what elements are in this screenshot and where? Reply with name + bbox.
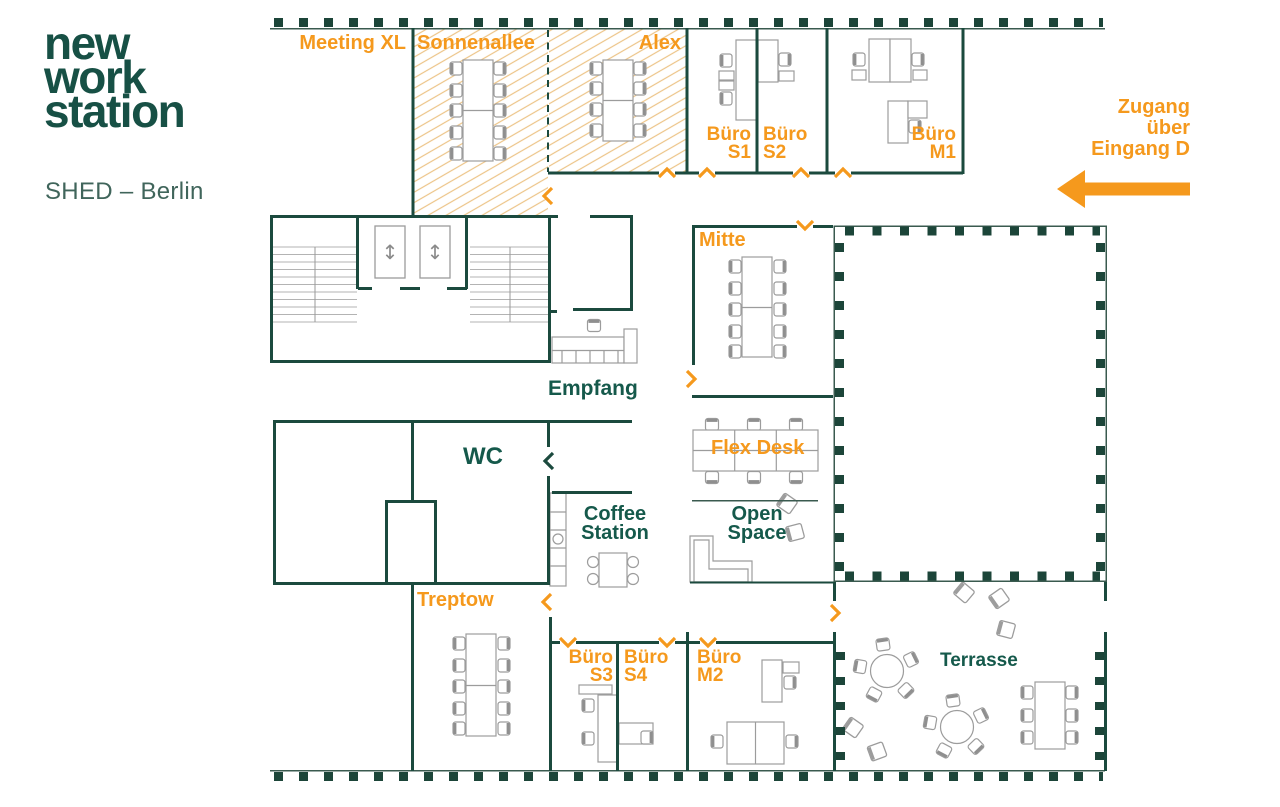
brand-logo-line: work <box>44 51 147 103</box>
door-chevron-sonnenallee <box>541 186 554 206</box>
desks-buero-s1 <box>718 39 758 121</box>
walls <box>270 28 1107 771</box>
door-chevron-treptow <box>540 592 553 612</box>
room-label-mitte: Mitte <box>699 229 746 251</box>
coffee-station-counter <box>549 492 567 587</box>
room-label-line: Büro <box>568 647 613 668</box>
reception-desk <box>551 318 638 364</box>
terrace-round-table-1 <box>851 636 921 705</box>
table-mitte <box>727 256 788 360</box>
entrance-note: Zugang über Eingang D <box>1091 97 1190 160</box>
room-label-sonnenallee: Sonnenallee <box>417 32 535 54</box>
table-sonnenallee <box>448 59 508 162</box>
room-label-buero-s3: Büro S3 <box>568 647 613 686</box>
door-chevron-mitte-side <box>685 369 698 389</box>
door-chevron-alex <box>657 166 677 179</box>
room-label-line: Büro <box>697 647 742 668</box>
door-chevron-s3 <box>558 636 578 649</box>
room-label-open-space: Open Space <box>721 503 793 544</box>
room-label-line: S1 <box>727 141 751 163</box>
room-label-line: S2 <box>763 141 787 163</box>
brand-logo-line: new <box>44 17 130 69</box>
elevator-left <box>374 225 406 279</box>
entrance-note-line: Eingang D <box>1091 138 1190 160</box>
room-label-line: Büro <box>911 124 956 145</box>
door-chevron-s1 <box>697 166 717 179</box>
room-label-coffee-station: Coffee Station <box>579 503 651 544</box>
room-label-line: S3 <box>589 664 613 686</box>
table-treptow <box>451 633 512 737</box>
room-label-line: M2 <box>697 664 724 686</box>
entrance-note-line: über <box>1146 117 1190 139</box>
entrance-arrow-icon <box>1057 170 1190 208</box>
room-label-flex-desk: Flex Desk <box>711 437 805 459</box>
desks-buero-m1 <box>851 38 928 144</box>
door-chevron-s4 <box>657 636 677 649</box>
loose-chair <box>986 586 1012 611</box>
room-label-buero-s2: Büro S2 <box>763 124 808 163</box>
table-alex <box>588 59 648 142</box>
room-label-buero-s4: Büro S4 <box>624 647 669 686</box>
terrace-rect-table <box>1019 681 1080 750</box>
room-label-line: Coffee <box>583 503 647 525</box>
brand-logo-line: station <box>44 85 186 137</box>
elevator-updown-icon: ↕ <box>427 240 444 264</box>
door-chevron-m1 <box>833 166 853 179</box>
room-label-line: S4 <box>624 664 648 686</box>
room-label-line: M1 <box>929 141 956 163</box>
table-flex-desk <box>692 417 819 485</box>
door-chevron-s2 <box>791 166 811 179</box>
door-chevron-mitte-top <box>795 219 815 232</box>
stairs <box>273 246 550 323</box>
loose-chair <box>994 618 1018 641</box>
desks-buero-m2 <box>709 659 800 765</box>
door-chevron-m2 <box>698 636 718 649</box>
room-label-line: Büro <box>624 647 669 668</box>
brand-logo: new work station <box>44 17 186 137</box>
hatched-room-fills <box>414 29 687 215</box>
elevator-right <box>419 225 451 279</box>
terrace-round-table-2 <box>921 692 991 761</box>
room-label-terrasse: Terrasse <box>940 650 1018 671</box>
furniture <box>448 38 1080 765</box>
room-label-treptow: Treptow <box>417 589 494 611</box>
brand-location: SHED – Berlin <box>45 178 204 205</box>
room-label-line: Open <box>731 503 783 525</box>
door-chevron-terrasse <box>829 603 842 623</box>
coffee-table <box>586 552 640 588</box>
room-label-buero-m1: Büro M1 <box>911 124 956 163</box>
room-label-wc: WC <box>463 443 503 470</box>
entrance-note-line: Zugang <box>1117 96 1190 118</box>
room-label-line: Büro <box>706 124 751 145</box>
desks-buero-s2 <box>757 39 795 83</box>
loose-chair <box>951 580 977 605</box>
room-label-buero-s1: Büro S1 <box>706 124 751 163</box>
door-chevrons <box>540 166 853 649</box>
room-label-empfang: Empfang <box>548 377 638 400</box>
elevators: ↕ ↕ <box>374 225 451 279</box>
room-label-buero-m2: Büro M2 <box>697 647 742 686</box>
room-label-meeting-xl: Meeting XL <box>299 32 406 54</box>
room-label-line: Station <box>581 522 649 544</box>
room-label-line: Space <box>727 522 787 544</box>
door-chevron-wc <box>542 451 555 471</box>
window-squares <box>274 18 1105 781</box>
elevator-updown-icon: ↕ <box>382 240 399 264</box>
room-label-alex: Alex <box>638 32 681 54</box>
loose-chair <box>840 715 866 740</box>
loose-chair <box>865 740 889 763</box>
room-label-line: Büro <box>763 124 808 145</box>
